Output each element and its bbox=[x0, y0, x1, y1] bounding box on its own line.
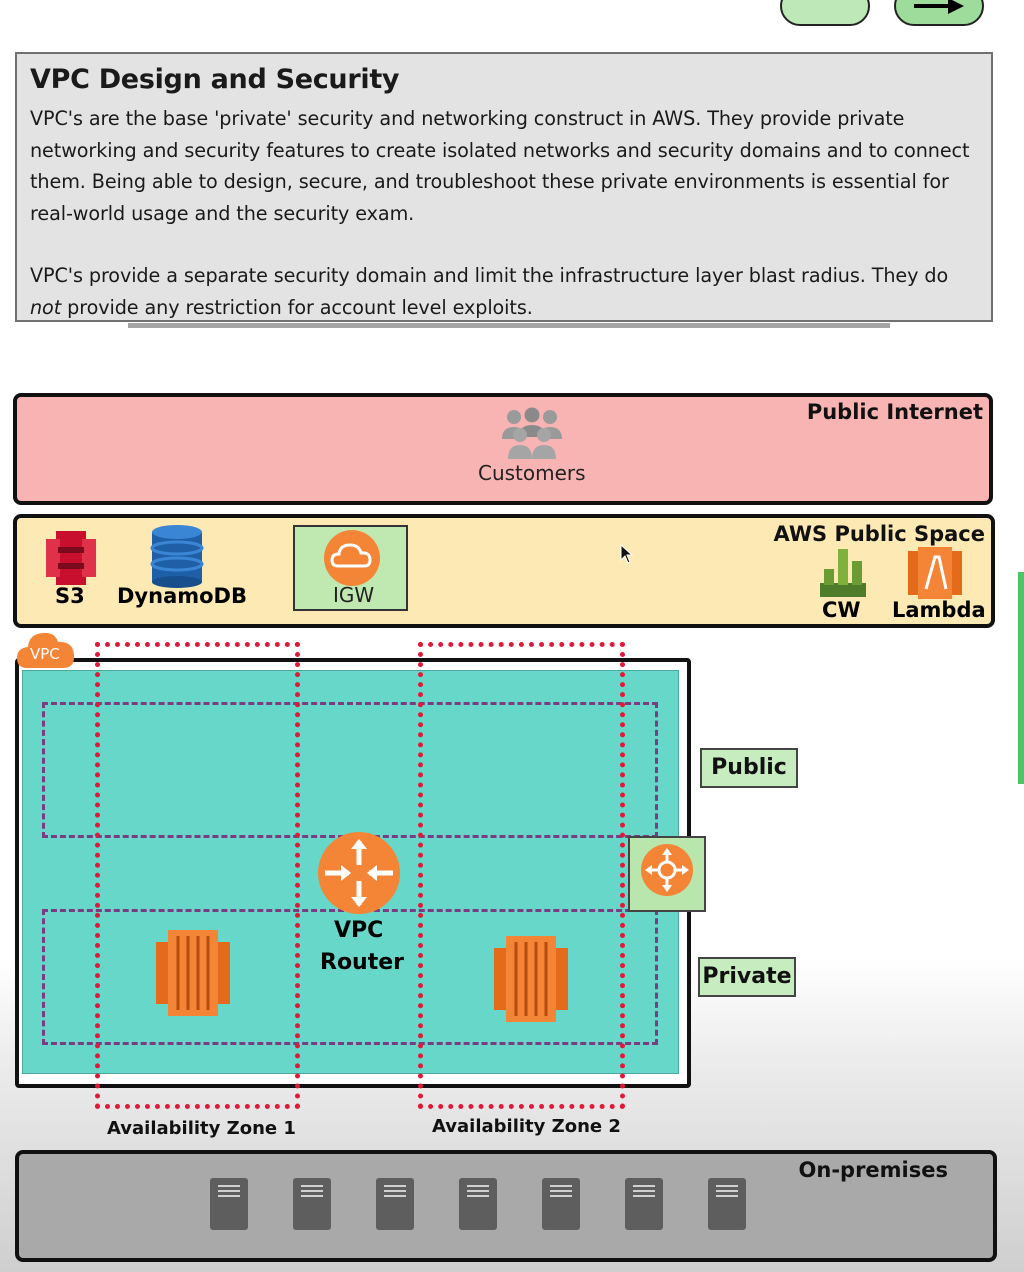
on-premises-label: On-premises bbox=[798, 1158, 948, 1182]
server-icon bbox=[708, 1178, 746, 1230]
people-icon bbox=[502, 407, 562, 459]
vpc-badge-label: VPC bbox=[30, 645, 60, 663]
router-icon bbox=[318, 832, 400, 914]
s3-icon bbox=[46, 531, 96, 585]
scroll-indicator[interactable] bbox=[1018, 572, 1024, 784]
info-title: VPC Design and Security bbox=[30, 64, 400, 95]
prev-button[interactable] bbox=[780, 0, 870, 26]
availability-zone-2 bbox=[418, 642, 625, 1109]
info-paragraph-2: VPC's provide a separate security domain… bbox=[30, 260, 977, 323]
server-icon bbox=[625, 1178, 663, 1230]
igw-label: IGW bbox=[333, 583, 375, 607]
info-paragraph-1: VPC's are the base 'private' security an… bbox=[30, 107, 970, 225]
dynamodb-label: DynamoDB bbox=[117, 584, 247, 608]
cloudwatch-icon bbox=[820, 549, 866, 597]
igw-cloud-icon bbox=[324, 530, 380, 586]
arrow-right-icon bbox=[914, 0, 964, 14]
private-subnet-label: Private bbox=[698, 957, 796, 997]
on-premises-region: On-premises bbox=[15, 1150, 997, 1262]
server-icon bbox=[376, 1178, 414, 1230]
public-internet-label: Public Internet bbox=[806, 400, 983, 424]
divider bbox=[128, 323, 890, 328]
customers-label: Customers bbox=[478, 461, 586, 485]
server-icon bbox=[542, 1178, 580, 1230]
ec2-icon bbox=[494, 936, 568, 1022]
next-button[interactable] bbox=[894, 0, 984, 26]
cw-label: CW bbox=[822, 598, 861, 622]
az2-label: Availability Zone 2 bbox=[432, 1116, 621, 1137]
availability-zone-1 bbox=[95, 642, 300, 1109]
vpc-router-label-2: Router bbox=[320, 950, 405, 975]
vpc-router-label-1: VPC bbox=[334, 918, 384, 943]
server-icon bbox=[210, 1178, 248, 1230]
public-internet-region: Public Internet bbox=[13, 393, 993, 505]
server-icon bbox=[459, 1178, 497, 1230]
lambda-icon bbox=[908, 547, 962, 599]
server-icon bbox=[293, 1178, 331, 1230]
s3-label: S3 bbox=[55, 584, 85, 608]
aws-public-space-label: AWS Public Space bbox=[773, 522, 985, 546]
lambda-label: Lambda bbox=[892, 598, 986, 622]
public-subnet-label: Public bbox=[700, 748, 798, 788]
vpc-cloud-icon bbox=[17, 632, 75, 668]
ec2-icon bbox=[156, 930, 230, 1016]
info-box: VPC Design and Security VPC's are the ba… bbox=[15, 52, 993, 322]
dynamodb-icon bbox=[150, 525, 204, 588]
info-paragraph-2-suffix: provide any restriction for account leve… bbox=[61, 295, 533, 319]
az1-label: Availability Zone 1 bbox=[107, 1118, 296, 1139]
mouse-cursor-icon bbox=[620, 544, 634, 564]
vpn-gateway-icon bbox=[641, 844, 693, 896]
info-paragraph-2-emphasis: not bbox=[30, 295, 62, 319]
info-paragraph-2-prefix: VPC's provide a separate security domain… bbox=[30, 264, 949, 287]
